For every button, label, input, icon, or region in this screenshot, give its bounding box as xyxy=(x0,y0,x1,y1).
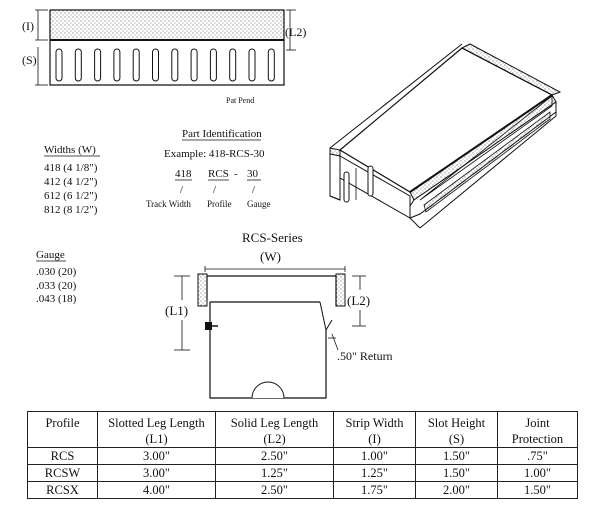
table-cell: 1.25" xyxy=(215,464,334,482)
width-item: 418 (4 1/8") xyxy=(44,162,98,174)
slot xyxy=(113,48,121,82)
width-item: 812 (8 1/2") xyxy=(44,204,98,216)
widths-title: Widths (W) xyxy=(44,144,96,156)
slot xyxy=(94,48,102,82)
table-subheader-row: (L1) (L2) (I) (S) Protection xyxy=(27,431,578,448)
slot xyxy=(55,48,63,82)
header-cell: Slot Height xyxy=(415,411,498,431)
gauge-item: .043 (18) xyxy=(36,293,77,305)
pat-pend: Pat Pend xyxy=(226,96,254,105)
label-s: (S) xyxy=(22,53,37,67)
slot xyxy=(152,48,159,82)
table-header-row: Profile Slotted Leg Length Solid Leg Len… xyxy=(27,411,578,431)
header-cell: Solid Leg Length xyxy=(215,411,334,431)
slot xyxy=(190,48,198,82)
part-identification: Part Identification Example: 418-RCS-30 … xyxy=(146,128,271,209)
table-cell: 1.00" xyxy=(333,447,416,465)
table-cell: 1.50" xyxy=(415,447,498,465)
table-cell: 3.00" xyxy=(97,464,216,482)
top-flat-view: (I) (S) (L2) Pat Pend xyxy=(22,9,306,105)
table-row: RCSW 3.00" 1.25" 1.25" 1.50" 1.00" xyxy=(27,464,578,482)
slot xyxy=(74,48,82,82)
table-cell: 2.50" xyxy=(215,447,334,465)
width-item: 612 (6 1/2") xyxy=(44,190,98,202)
slash-profile: / xyxy=(213,184,217,196)
table-cell: 1.50" xyxy=(415,464,498,482)
table-cell: 1.75" xyxy=(333,481,416,499)
label-w: (W) xyxy=(260,249,281,264)
slot xyxy=(267,48,275,82)
slotted-leg xyxy=(49,40,285,86)
table-row: RCSX 4.00" 2.50" 1.75" 2.00" 1.50" xyxy=(27,481,578,499)
slot xyxy=(248,48,256,82)
table-row: RCS 3.00" 2.50" 1.00" 1.50" .75" xyxy=(27,447,578,465)
header-cell: Joint xyxy=(497,411,578,431)
header-cell: Slotted Leg Length xyxy=(97,411,216,431)
widths-list: Widths (W) 418 (4 1/8") 412 (4 1/2") 612… xyxy=(44,144,100,216)
header-cell xyxy=(27,431,98,448)
table-cell: RCSW xyxy=(27,464,98,482)
table-cell: RCS xyxy=(27,447,98,465)
table-cell: 2.00" xyxy=(415,481,498,499)
code-dash: - xyxy=(234,168,238,180)
header-cell: Profile xyxy=(27,411,98,431)
header-cell: (I) xyxy=(333,431,416,448)
table-cell: 1.00" xyxy=(497,464,578,482)
table-cell: 4.00" xyxy=(97,481,216,499)
label-profile: Profile xyxy=(207,199,232,209)
code-width: 418 xyxy=(175,168,192,180)
header-cell: Strip Width xyxy=(333,411,416,431)
isometric-track-view xyxy=(329,43,562,229)
table-cell: 2.50" xyxy=(215,481,334,499)
code-profile: RCS xyxy=(208,168,229,180)
label-l2-section: (L2) xyxy=(347,293,370,308)
gauge-item: .033 (20) xyxy=(36,280,77,292)
label-l2-top: (L2) xyxy=(285,25,306,39)
code-gauge: 30 xyxy=(247,168,259,180)
slash-gauge: / xyxy=(252,184,256,196)
header-cell: Protection xyxy=(497,431,578,448)
table-cell: .75" xyxy=(497,447,578,465)
part-id-example: Example: 418-RCS-30 xyxy=(164,148,265,160)
spec-table: Profile Slotted Leg Length Solid Leg Len… xyxy=(27,411,578,499)
table-cell: 3.00" xyxy=(97,447,216,465)
slot xyxy=(171,48,179,82)
gauge-title: Gauge xyxy=(36,249,65,261)
table-cell: 1.25" xyxy=(333,464,416,482)
slot xyxy=(209,48,217,82)
table-cell: RCSX xyxy=(27,481,98,499)
return-label: .50" Return xyxy=(337,349,393,363)
slot xyxy=(132,48,140,82)
width-item: 412 (4 1/2") xyxy=(44,176,98,188)
label-gauge: Gauge xyxy=(247,199,271,209)
slots xyxy=(55,48,275,82)
diagram-canvas: (I) (S) (L2) Pat Pend xyxy=(22,9,562,399)
label-track-width: Track Width xyxy=(146,199,191,209)
section-title: RCS-Series xyxy=(242,230,303,245)
header-cell: (S) xyxy=(415,431,498,448)
gauge-item: .030 (20) xyxy=(36,266,77,278)
part-id-title: Part Identification xyxy=(182,128,262,140)
table-cell: 1.50" xyxy=(497,481,578,499)
label-l1: (L1) xyxy=(165,303,188,318)
section-view: RCS-Series (W) (L1) xyxy=(165,230,393,399)
header-cell: (L1) xyxy=(97,431,216,448)
gauge-list: Gauge .030 (20) .033 (20) .043 (18) xyxy=(36,249,77,305)
header-cell: (L2) xyxy=(215,431,334,448)
joint-protection-strip xyxy=(49,9,285,41)
slot xyxy=(229,48,237,82)
label-i: (I) xyxy=(22,19,34,33)
slash-width: / xyxy=(180,184,184,196)
